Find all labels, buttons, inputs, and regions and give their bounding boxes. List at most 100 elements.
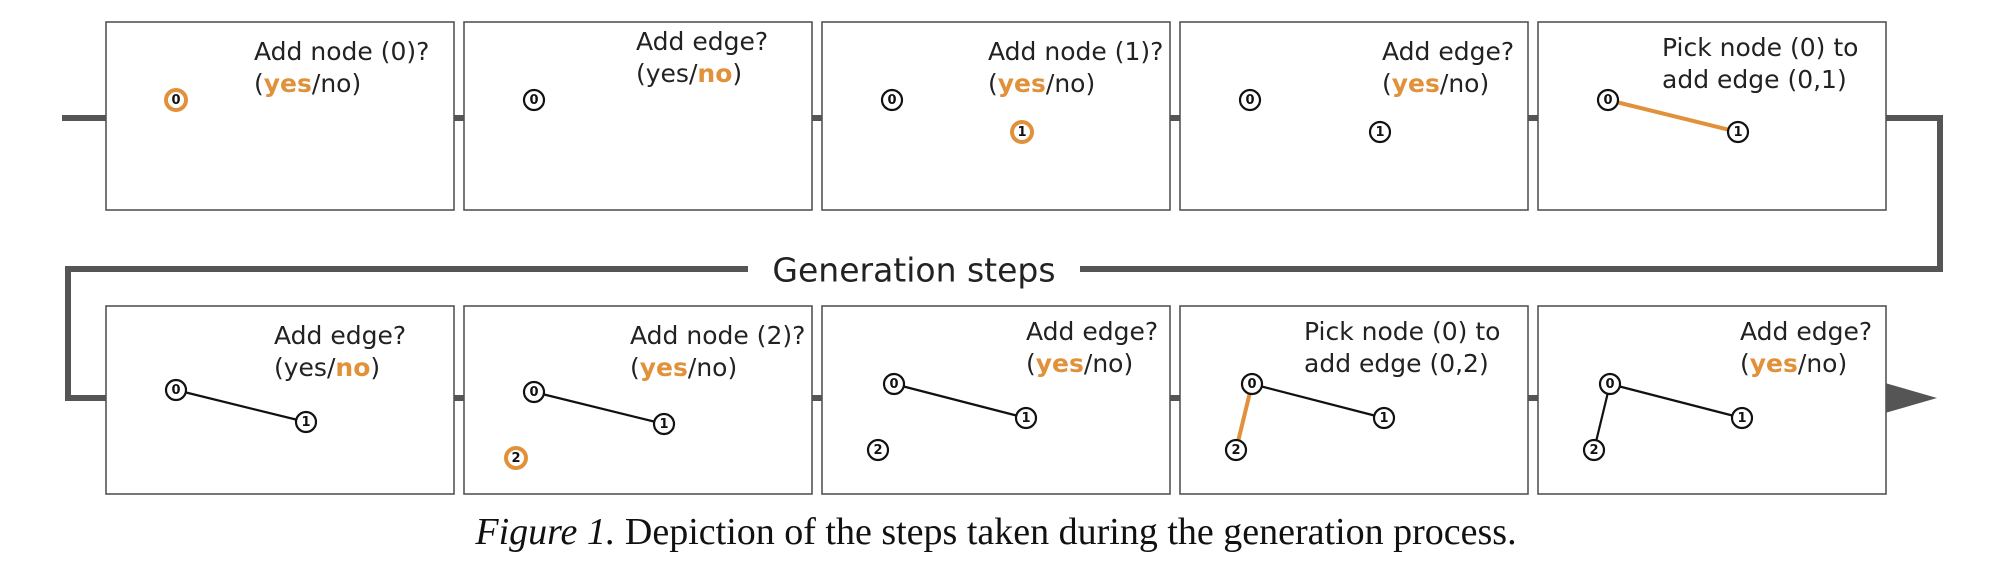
question-text: ( [1026, 349, 1036, 378]
node-label: 0 [1247, 377, 1256, 392]
question-text: /no) [1440, 69, 1489, 98]
graph-node-2: 2 [866, 438, 890, 462]
node-circle [522, 380, 546, 404]
graph-node-1: 1 [294, 410, 318, 434]
panel-question: Pick node (0) to add edge (0,2) [1304, 317, 1500, 378]
graph-node-1: 1 [1726, 120, 1750, 144]
node-label: 2 [511, 451, 520, 466]
node-label: 0 [529, 93, 538, 108]
highlighted-answer: yes [1750, 349, 1798, 378]
graph-node-0: 0 [880, 88, 904, 112]
question-text: Add edge? [1382, 37, 1514, 66]
panel-question: Add edge?(yes/no) [1740, 317, 1872, 378]
edge-0-1 [893, 382, 1027, 420]
node-label: 1 [1375, 125, 1384, 140]
question-text: /no) [688, 353, 737, 382]
graph-node-0: 0 [522, 88, 546, 112]
panel-question: Add edge? (yes/no) [1026, 317, 1158, 378]
node-label: 0 [529, 385, 538, 400]
panel-question: Add edge?(yes/no) [274, 321, 406, 382]
question-text: ( [630, 353, 640, 382]
node-circle [504, 446, 528, 470]
highlighted-answer: yes [1036, 349, 1084, 378]
node-label: 2 [1231, 443, 1240, 458]
node-circle [1238, 88, 1262, 112]
node-label: 0 [1605, 377, 1614, 392]
panel-step-1: Add node (0)?(yes/no)0 [105, 21, 455, 211]
node-circle [1010, 120, 1034, 144]
question-text: /no) [1084, 349, 1133, 378]
graph-node-0: 0 [164, 378, 188, 402]
graph-node-1: 1 [1014, 406, 1038, 430]
node-circle [1014, 406, 1038, 430]
panel-frame [463, 21, 813, 211]
graph-node-0: 0 [164, 88, 188, 112]
node-label: 0 [171, 93, 180, 108]
graph-node-1: 1 [652, 412, 676, 436]
graph-node-1: 1 [1372, 406, 1396, 430]
graph-node-2: 2 [1224, 438, 1248, 462]
edge-0-2 [1592, 383, 1612, 451]
highlighted-answer: no [335, 353, 370, 382]
node-label: 0 [889, 377, 898, 392]
node-label: 0 [1245, 93, 1254, 108]
question-text: ) [732, 59, 742, 88]
node-label: 0 [171, 383, 180, 398]
panel-question: Add edge?(yes/no) [1382, 37, 1514, 98]
question-text: ( [988, 69, 998, 98]
panel-step-6: Add edge?(yes/no) 0 1 [105, 305, 455, 495]
question-text: add edge (0,1) [1662, 65, 1847, 94]
node-label: 1 [1733, 125, 1742, 140]
node-circle [652, 412, 676, 436]
question-text: Add edge? [1740, 317, 1872, 346]
node-label: 0 [887, 93, 896, 108]
graph-node-1: 1 [1730, 406, 1754, 430]
edge-0-1 [175, 388, 307, 424]
node-circle [1582, 438, 1606, 462]
node-circle [164, 88, 188, 112]
node-circle [882, 372, 906, 396]
graph-node-1: 1 [1368, 120, 1392, 144]
panel-step-9: Pick node (0) to add edge (0,2) 0 1 2 [1179, 305, 1529, 495]
panel-question: Add node (0)?(yes/no) [254, 37, 429, 98]
graph-node-0: 0 [1598, 372, 1622, 396]
highlighted-answer: yes [998, 69, 1046, 98]
node-circle [1596, 88, 1620, 112]
caption-text: Depiction of the steps taken during the … [624, 511, 1517, 553]
graph-node-2: 2 [1582, 438, 1606, 462]
diagram-title-group: Generation steps [748, 249, 1080, 291]
edge-0-1 [1609, 382, 1743, 420]
question-text: ( [254, 69, 264, 98]
question-text: ( [1382, 69, 1392, 98]
question-text: Add edge? [636, 27, 768, 56]
node-circle [164, 378, 188, 402]
question-text: Add node (2)? [630, 321, 805, 350]
figure-caption: Figure 1. Depiction of the steps taken d… [0, 510, 1992, 554]
figure-label: Figure 1. [475, 511, 616, 553]
node-circle [522, 88, 546, 112]
question-text: /no) [312, 69, 361, 98]
node-label: 0 [1603, 93, 1612, 108]
question-text: add edge (0,2) [1304, 349, 1489, 378]
question-text: Pick node (0) to [1304, 317, 1500, 346]
panel-step-3: Add node (1)?(yes/no)01 [821, 21, 1171, 211]
node-circle [1730, 406, 1754, 430]
question-text: Add edge? [1026, 317, 1158, 346]
question-text: ) [370, 353, 380, 382]
highlighted-answer: no [697, 59, 732, 88]
question-text: Add edge? [274, 321, 406, 350]
question-text: Add node (0)? [254, 37, 429, 66]
node-label: 1 [659, 417, 668, 432]
question-text: /no) [1046, 69, 1095, 98]
edge-0-2 [1234, 383, 1254, 451]
panel-step-7: Add node (2)? (yes/no) 0 1 2 [463, 305, 813, 495]
panel-frame [105, 21, 455, 211]
highlighted-answer: yes [640, 353, 688, 382]
panel-step-2: Add edge?(yes/no)0 [463, 21, 813, 211]
node-label: 2 [873, 443, 882, 458]
question-text: Add node (1)? [988, 37, 1163, 66]
graph-node-0: 0 [1238, 88, 1262, 112]
panel-step-4: Add edge?(yes/no)01 [1179, 21, 1529, 211]
